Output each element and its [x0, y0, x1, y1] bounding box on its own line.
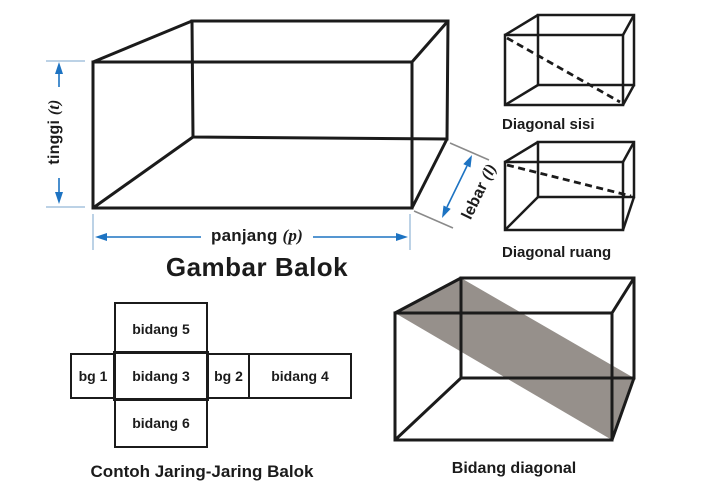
width-dimension-arrow: [413, 142, 490, 229]
balok-wireframe: [91, 19, 450, 210]
net-cell-bidang5: bidang 5: [114, 302, 208, 355]
net-cell-bidang3: bidang 3: [113, 351, 209, 401]
height-label: tinggi (t): [46, 99, 63, 165]
diagonal-plane: [395, 278, 634, 440]
diagonal-plane-caption: Bidang diagonal: [451, 460, 577, 477]
space-diagonal-cuboid: [503, 140, 636, 232]
diagonal-plane-cuboid: [393, 276, 636, 442]
height-dimension-arrow: [46, 60, 85, 208]
space-diagonal-caption: Diagonal ruang: [502, 244, 612, 261]
face-diagonal-line: [506, 36, 621, 104]
net-cell-bidang6: bidang 6: [114, 397, 208, 448]
length-label: panjang (p): [211, 226, 303, 245]
net-cell-bg2: bg 2: [207, 353, 250, 399]
figure-title: Gambar Balok: [165, 252, 349, 282]
net-cell-bg1: bg 1: [70, 353, 116, 399]
net-caption: Contoh Jaring-Jaring Balok: [90, 462, 314, 481]
face-diagonal-caption: Diagonal sisi: [502, 116, 595, 133]
space-diagonal-line: [506, 163, 632, 198]
net-cell-bidang4: bidang 4: [248, 353, 352, 399]
length-dimension-arrow: [92, 214, 411, 250]
face-diagonal-cuboid: [503, 13, 636, 107]
